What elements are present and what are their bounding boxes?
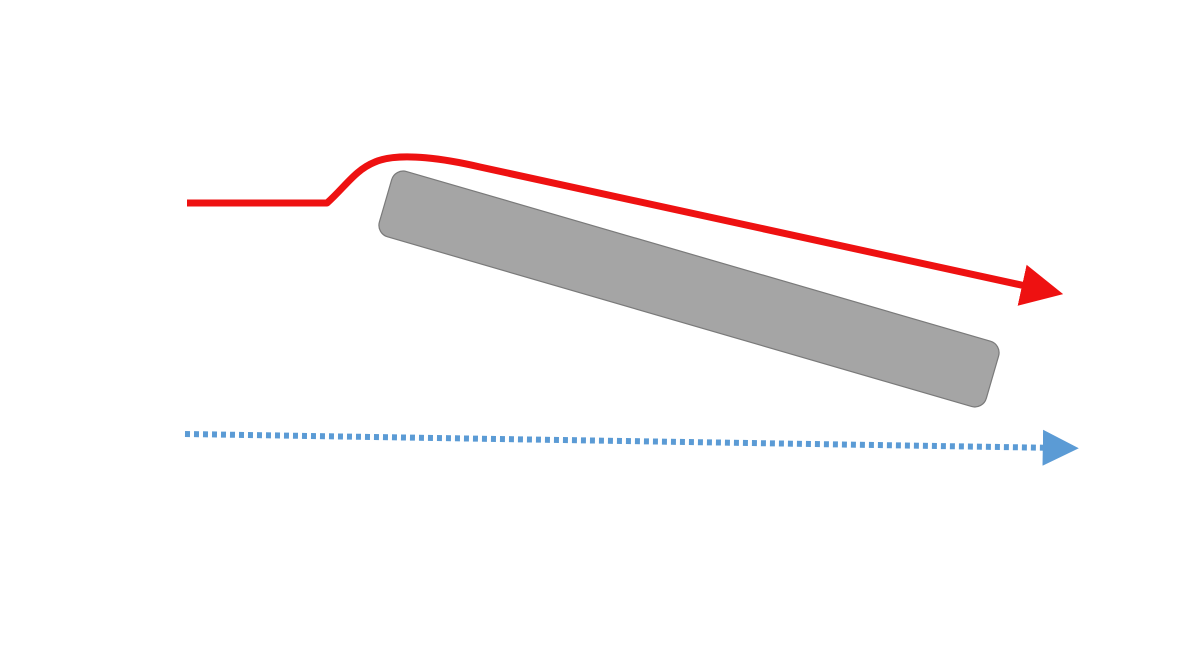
undisturbed-flow-line: [184, 429, 1079, 466]
inclined-plate: [378, 170, 1000, 408]
deflected-flow-line: [187, 153, 1064, 306]
